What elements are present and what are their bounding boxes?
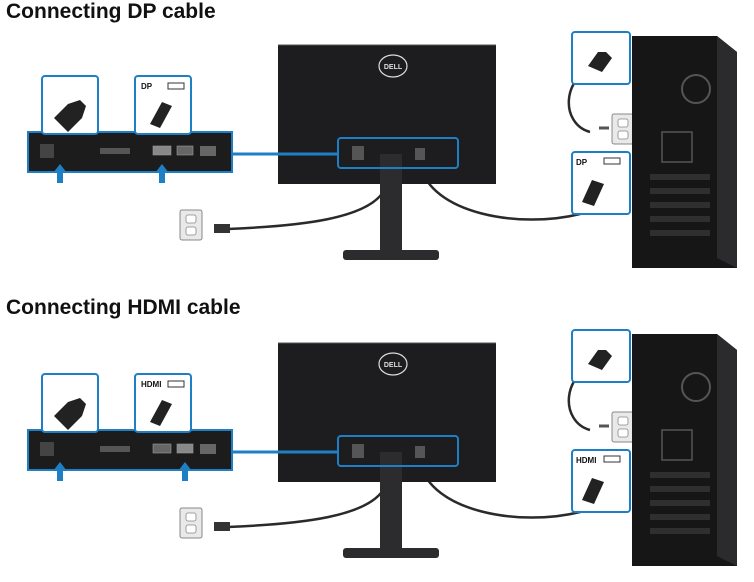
power-cable xyxy=(227,486,387,529)
monitor-port-2 xyxy=(415,446,425,458)
audio-port xyxy=(200,146,216,156)
pc-fan xyxy=(681,372,711,402)
slot-port xyxy=(100,446,130,452)
wall-outlet-pc xyxy=(611,113,635,145)
brand-logo-ring xyxy=(378,352,408,376)
pc-signal-connector-icon xyxy=(603,455,621,463)
slot-port xyxy=(100,148,130,154)
outlet-plate xyxy=(611,411,635,443)
power-port xyxy=(40,442,54,456)
pc-io-area xyxy=(661,429,693,461)
power-cable xyxy=(227,188,387,231)
outlet-socket-top xyxy=(185,512,197,522)
pc-fan xyxy=(681,74,711,104)
outlet-socket-top xyxy=(617,118,629,128)
power-plug-icon xyxy=(54,100,86,132)
pc-signal-callout-label: DP xyxy=(576,158,588,167)
rear-io-panel xyxy=(27,131,233,183)
brand-logo-text: DELL xyxy=(384,64,403,71)
section-title-dp: Connecting DP cable xyxy=(6,0,216,23)
signal-arrow-icon xyxy=(155,164,169,183)
pc-io-area xyxy=(661,131,693,163)
pc-expansion-slot xyxy=(650,174,710,180)
pc-tower-side xyxy=(717,36,737,268)
diagram-canvas: DELL HDMI HDMI xyxy=(27,329,737,566)
vga-dp-port xyxy=(152,443,172,454)
hdmi-port xyxy=(176,145,194,156)
power-plug xyxy=(214,224,230,233)
pc-expansion-slot xyxy=(650,528,710,534)
pc-expansion-slot xyxy=(650,202,710,208)
outlet-socket-bottom xyxy=(185,226,197,236)
signal-connector-icon xyxy=(167,380,185,388)
section-title-hdmi: Connecting HDMI cable xyxy=(6,296,241,319)
pc-power-plug-icon xyxy=(588,52,612,72)
wall-outlet-pc xyxy=(611,411,635,443)
pc-signal-plug-icon xyxy=(582,478,604,504)
pc-expansion-slot xyxy=(650,500,710,506)
pc-tower-side xyxy=(717,334,737,566)
monitor-stand-neck xyxy=(380,452,402,554)
monitor-stand-base xyxy=(343,250,439,260)
power-plug xyxy=(214,522,230,531)
signal-plug-callout-label: HDMI xyxy=(141,380,161,389)
monitor-port-2 xyxy=(415,148,425,160)
audio-port xyxy=(200,444,216,454)
pc-tower-body xyxy=(632,36,737,268)
dp-connection-diagram: DELL DP DP xyxy=(0,14,754,284)
power-arrow-icon xyxy=(53,462,67,481)
pc-expansion-slot xyxy=(650,188,710,194)
pc-expansion-slot xyxy=(650,486,710,492)
outlet-socket-bottom xyxy=(185,524,197,534)
monitor-port-1 xyxy=(352,146,364,160)
outlet-socket-bottom xyxy=(617,130,629,140)
pc-tower-body xyxy=(632,334,737,566)
pc-tower xyxy=(632,334,737,566)
power-port xyxy=(40,144,54,158)
outlet-plate xyxy=(611,113,635,145)
outlet-plate xyxy=(179,507,203,539)
brand-logo-ring xyxy=(378,54,408,78)
pc-tower xyxy=(632,36,737,268)
outlet-socket-top xyxy=(617,416,629,426)
monitor-stand-base xyxy=(343,548,439,558)
rear-io-panel xyxy=(27,429,233,481)
monitor-stand-neck xyxy=(380,154,402,256)
brand-logo-text: DELL xyxy=(384,362,403,369)
signal-connector-icon xyxy=(167,82,185,90)
wall-outlet-monitor xyxy=(179,507,203,539)
signal-plug-icon xyxy=(150,400,172,426)
outlet-plate xyxy=(179,209,203,241)
pc-signal-callout-label: HDMI xyxy=(576,456,596,465)
outlet-socket-bottom xyxy=(617,428,629,438)
pc-expansion-slot xyxy=(650,216,710,222)
pc-signal-plug-icon xyxy=(582,180,604,206)
signal-arrow-icon xyxy=(178,462,192,481)
pc-power-plug-icon xyxy=(588,350,612,370)
pc-expansion-slot xyxy=(650,472,710,478)
pc-expansion-slot xyxy=(650,230,710,236)
hdmi-connection-diagram: DELL HDMI HDMI xyxy=(0,312,754,582)
power-plug-icon xyxy=(54,398,86,430)
power-arrow-icon xyxy=(53,164,67,183)
outlet-socket-top xyxy=(185,214,197,224)
pc-expansion-slot xyxy=(650,514,710,520)
wall-outlet-monitor xyxy=(179,209,203,241)
diagram-canvas: DELL DP DP xyxy=(27,31,737,268)
monitor-port-1 xyxy=(352,444,364,458)
hdmi-port xyxy=(176,443,194,454)
dp-port xyxy=(152,145,172,156)
signal-plug-icon xyxy=(150,102,172,128)
signal-plug-callout-label: DP xyxy=(141,82,153,91)
pc-signal-connector-icon xyxy=(603,157,621,165)
